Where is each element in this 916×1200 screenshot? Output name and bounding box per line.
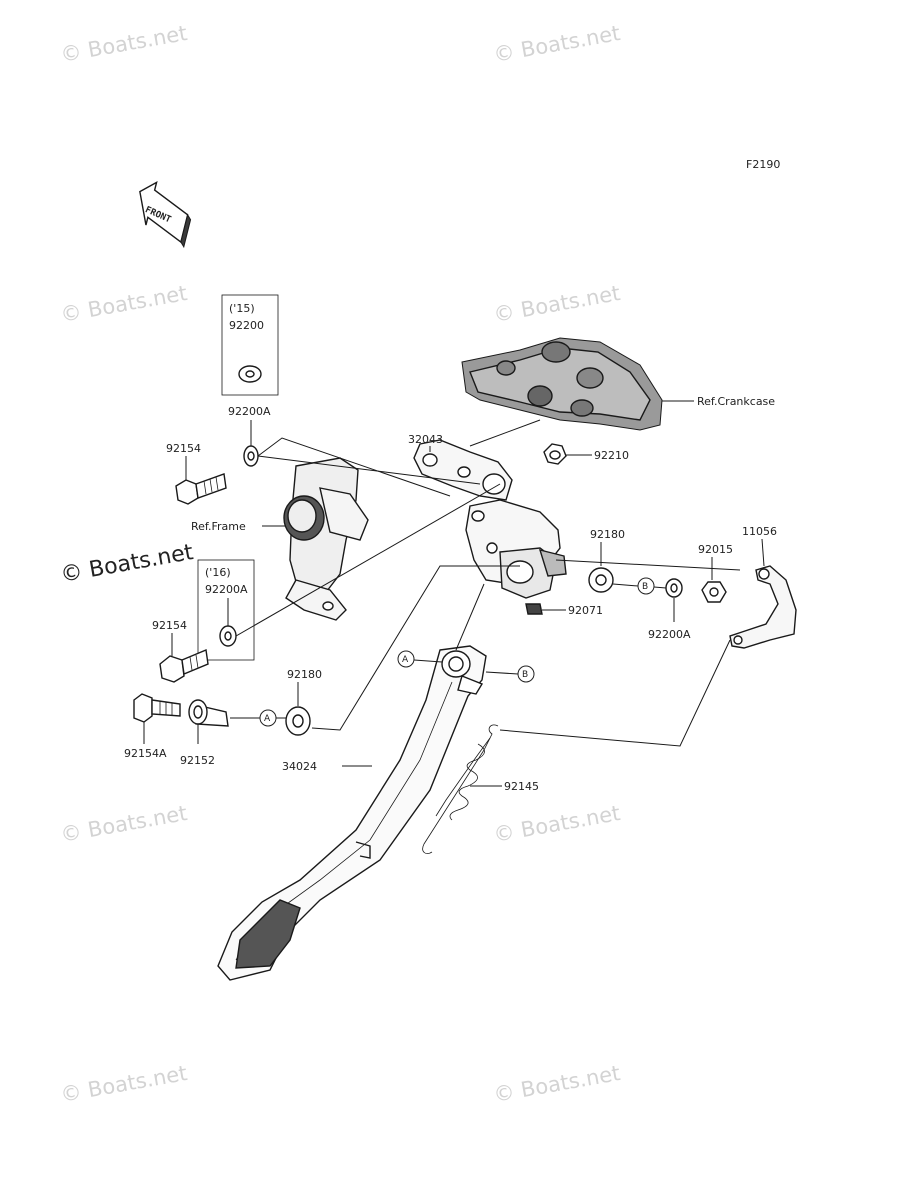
watermark-4: © Boats.net: [492, 281, 622, 327]
box-16-part: 92200A: [205, 583, 248, 596]
ref-frame-label: Ref.Frame: [191, 520, 246, 533]
washer-92180-left: 92180: [285, 668, 322, 736]
label-92200A-right: 92200A: [648, 628, 691, 641]
year-box-16: ('16) 92200A: [197, 559, 255, 661]
watermark-8: © Boats.net: [59, 1061, 189, 1107]
label-92015: 92015: [698, 543, 733, 556]
watermark-3: © Boats.net: [59, 281, 189, 327]
watermark-9: © Boats.net: [492, 1061, 622, 1107]
watermark-6: © Boats.net: [59, 801, 189, 847]
bolt-92154A: 92154A: [124, 693, 181, 760]
spring-92145: 92145: [422, 724, 539, 854]
marker-a-pivot: A: [397, 650, 415, 668]
nut-92210: 92210: [543, 443, 629, 465]
box-15-part: 92200: [229, 319, 264, 332]
side-stand-34024: 34024: [217, 645, 487, 981]
washer-92200A-right: 92200A: [648, 578, 691, 641]
watermark-5: © Boats.net: [59, 540, 196, 588]
marker-a-left-label: A: [264, 714, 271, 724]
washer-92180-right: 92180: [588, 528, 625, 593]
watermark-7: © Boats.net: [492, 801, 622, 847]
marker-b-right-label: B: [642, 582, 648, 592]
label-92154-top: 92154: [166, 442, 201, 455]
label-11056: 11056: [742, 525, 777, 538]
year-box-15: ('15) 92200: [221, 294, 279, 396]
collar-92152: 92152: [180, 699, 229, 767]
marker-b-pivot-label: B: [522, 670, 528, 680]
label-92210: 92210: [594, 449, 629, 462]
plate-11056: 11056: [729, 525, 797, 649]
label-92152: 92152: [180, 754, 215, 767]
label-92154A: 92154A: [124, 747, 167, 760]
front-arrow-icon: FRONT: [139, 180, 192, 249]
label-92071: 92071: [568, 604, 603, 617]
label-92180-right: 92180: [590, 528, 625, 541]
figure-code: F2190: [746, 158, 780, 171]
label-92180-left: 92180: [287, 668, 322, 681]
frame-ref: Ref.Frame: [191, 457, 369, 621]
nut-92015: 92015: [698, 543, 733, 603]
label-92145: 92145: [504, 780, 539, 793]
bolt-92154-top: 92154: [166, 442, 227, 505]
box-15-year: ('15): [229, 302, 255, 315]
label-34024: 34024: [282, 760, 317, 773]
ref-crankcase-label: Ref.Crankcase: [697, 395, 775, 408]
box-16-year: ('16): [205, 566, 231, 579]
label-32043: 32043: [408, 433, 443, 446]
marker-a-left: A: [259, 709, 277, 727]
watermark-2: © Boats.net: [492, 21, 622, 67]
label-92154-mid: 92154: [152, 619, 187, 632]
bracket-32043: 32043: [408, 433, 567, 599]
watermark-1: © Boats.net: [59, 21, 189, 67]
crankcase-ref: Ref.Crankcase: [461, 337, 775, 431]
label-92200A-top: 92200A: [228, 405, 271, 418]
marker-b-right: B: [637, 577, 655, 595]
marker-b-pivot: B: [517, 665, 535, 683]
washer-92200A-top: 92200A: [228, 405, 271, 467]
marker-a-pivot-label: A: [402, 655, 409, 665]
bolt-92154-mid: 92154: [152, 619, 209, 683]
switch-92071: 92071: [525, 603, 603, 617]
